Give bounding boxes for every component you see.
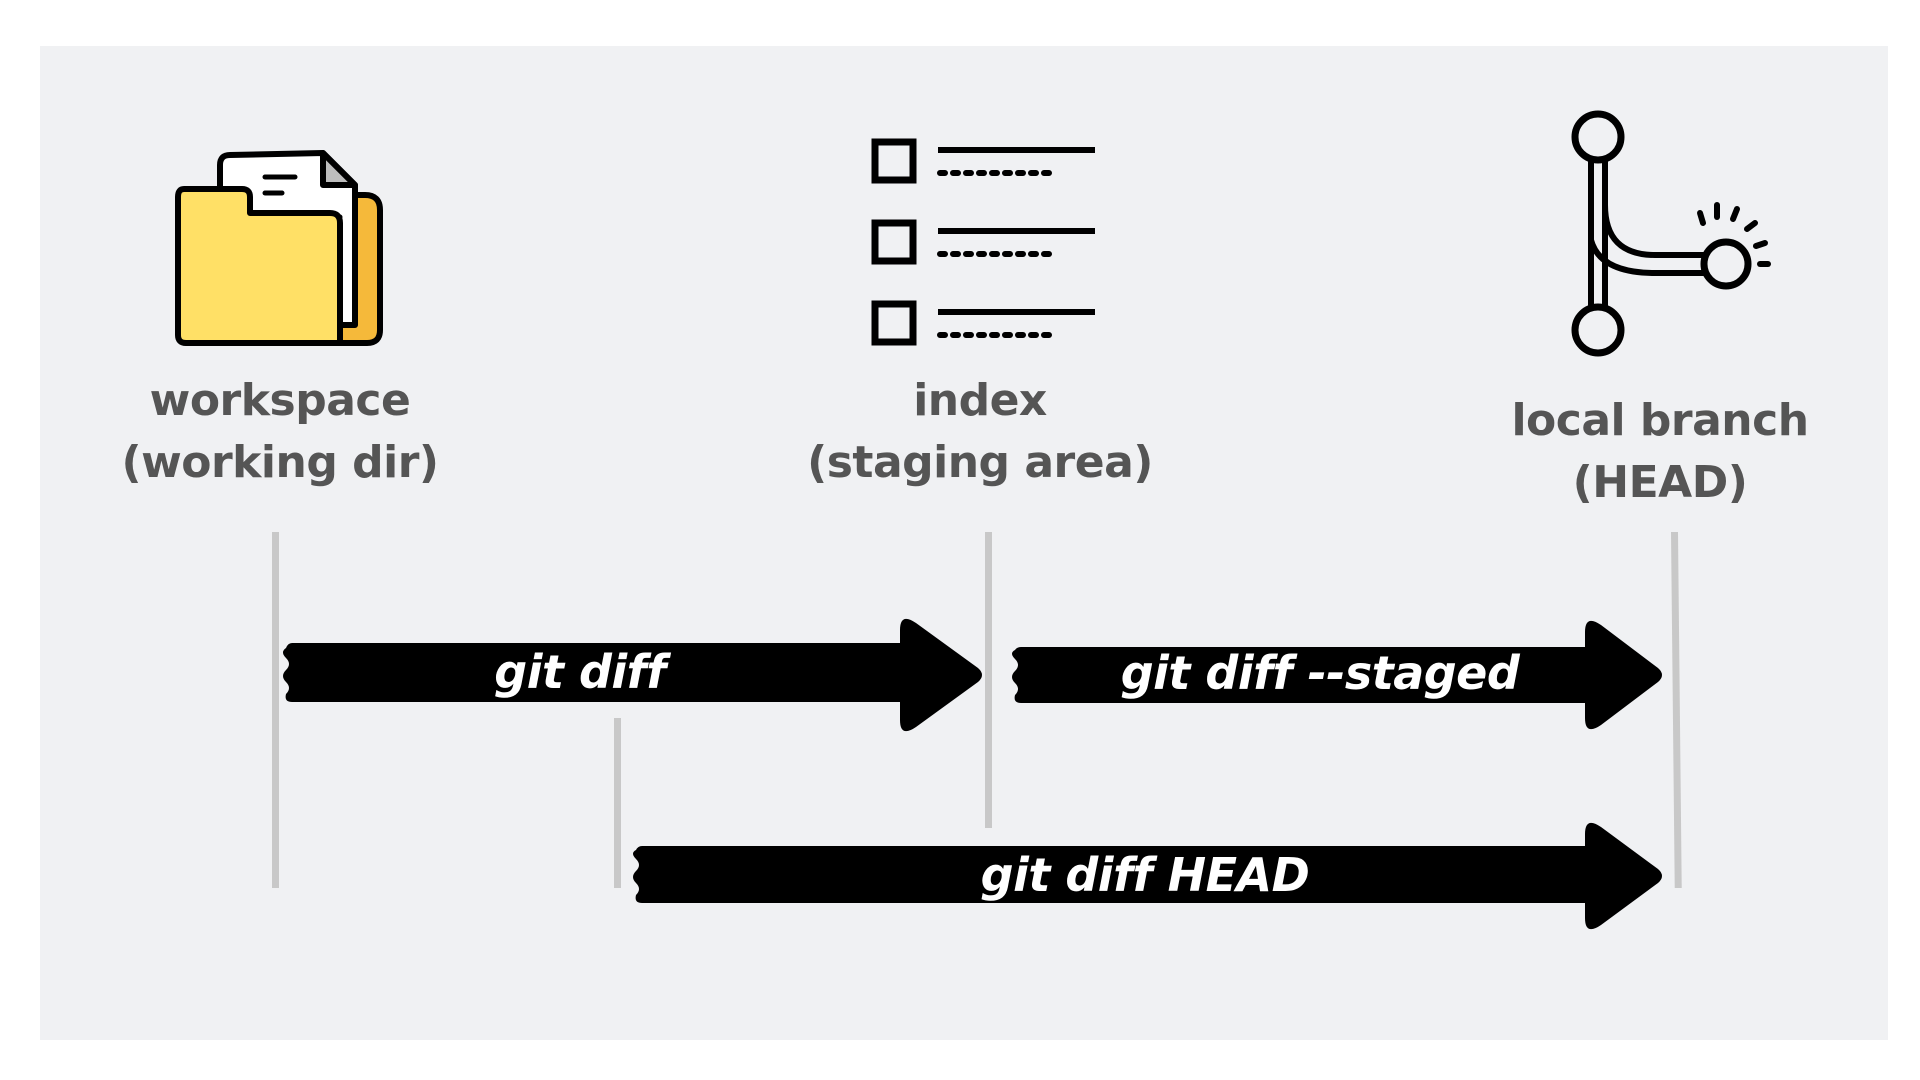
branch-subtitle: (HEAD) <box>1572 457 1748 508</box>
head-arrow-start-divider <box>614 718 621 888</box>
index-divider <box>985 532 992 828</box>
git-diff-label: git diff <box>494 645 666 699</box>
git-diff-head-label: git diff HEAD <box>980 848 1310 902</box>
git-diff-arrow <box>283 618 982 732</box>
folder-with-document-icon <box>175 150 383 346</box>
index-title: index <box>913 375 1047 426</box>
checklist-icon <box>871 138 1095 346</box>
git-diff-head-arrow <box>633 822 1662 930</box>
workspace-divider <box>272 532 279 888</box>
index-subtitle: (staging area) <box>807 437 1153 488</box>
git-diff-staged-arrow <box>1012 620 1662 730</box>
git-diff-staged-label: git diff --staged <box>1120 646 1520 700</box>
document-fold <box>320 150 358 188</box>
git-branch-icon <box>1571 110 1771 357</box>
index-label: index (staging area) <box>790 370 1170 494</box>
workspace-title: workspace <box>149 375 411 426</box>
workspace-subtitle: (working dir) <box>121 437 439 488</box>
folder-front <box>175 186 343 346</box>
branch-label: local branch (HEAD) <box>1480 390 1840 514</box>
branch-title: local branch <box>1511 395 1809 446</box>
workspace-label: workspace (working dir) <box>100 370 460 494</box>
